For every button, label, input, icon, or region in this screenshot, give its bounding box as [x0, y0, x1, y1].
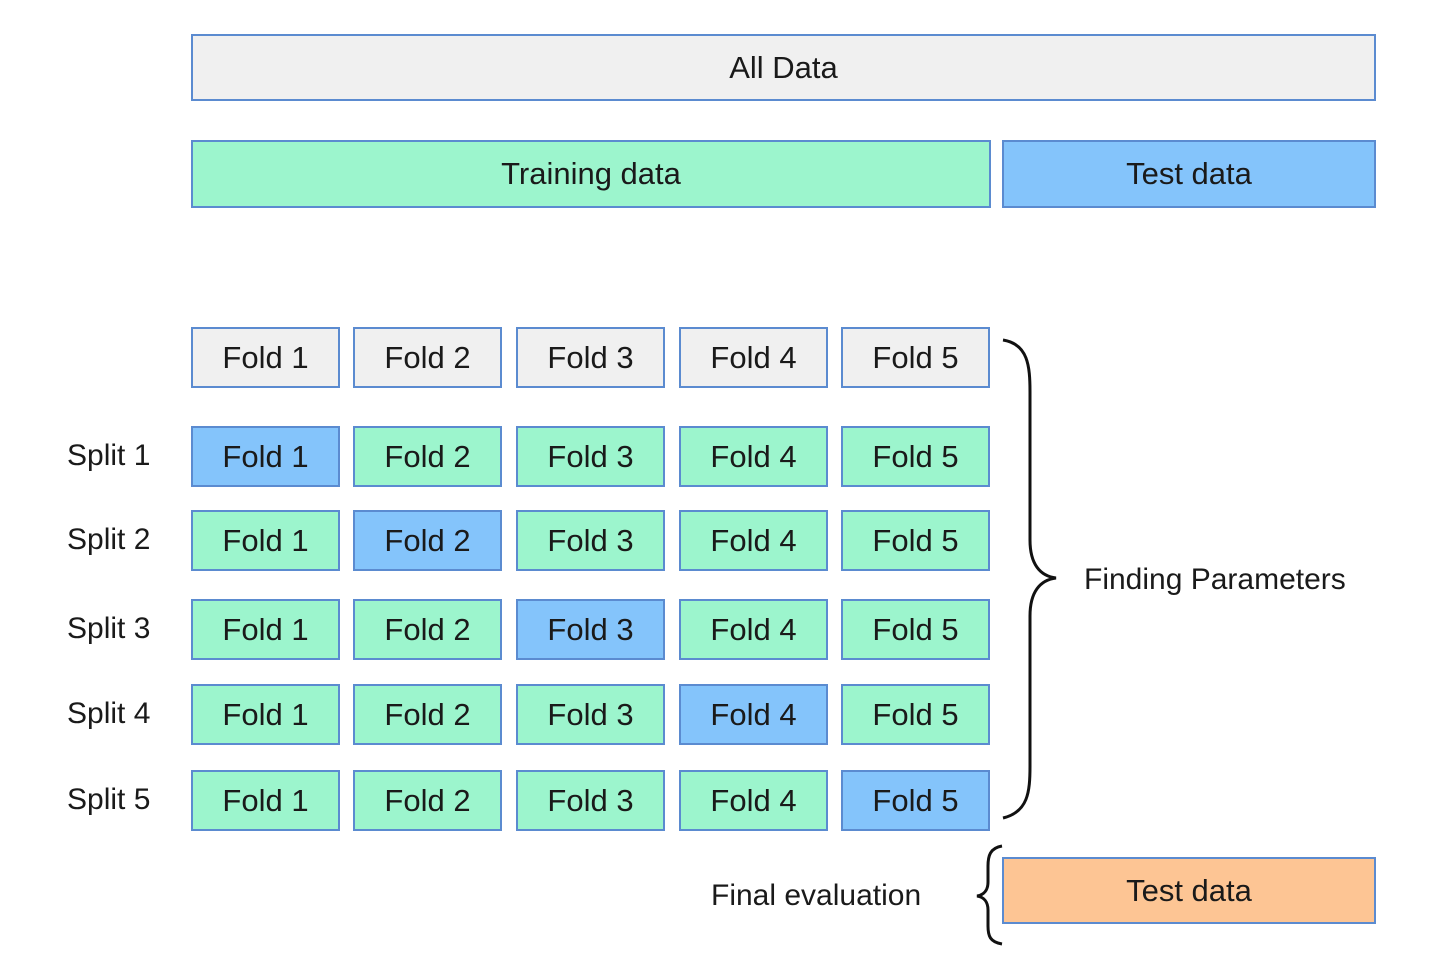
split-5-fold-2-training: Fold 2 — [353, 770, 502, 831]
split-2-fold-1-training: Fold 1 — [191, 510, 340, 571]
split-5-fold-3-training: Fold 3 — [516, 770, 665, 831]
split-3-fold-2-training: Fold 2 — [353, 599, 502, 660]
fold-label: Fold 2 — [384, 438, 471, 474]
header-fold-2: Fold 2 — [353, 327, 502, 388]
split-2-fold-3-training: Fold 3 — [516, 510, 665, 571]
fold-label: Fold 4 — [710, 522, 797, 558]
fold-label: Fold 2 — [384, 611, 471, 647]
fold-label: Fold 3 — [547, 522, 634, 558]
fold-label: Fold 1 — [222, 696, 309, 732]
split-5-fold-1-training: Fold 1 — [191, 770, 340, 831]
split-2-fold-2-validation: Fold 2 — [353, 510, 502, 571]
header-fold-3: Fold 3 — [516, 327, 665, 388]
split-4-fold-3-training: Fold 3 — [516, 684, 665, 745]
split-1-fold-2-training: Fold 2 — [353, 426, 502, 487]
fold-label: Fold 4 — [710, 782, 797, 818]
split-3-fold-4-training: Fold 4 — [679, 599, 828, 660]
split-2-fold-4-training: Fold 4 — [679, 510, 828, 571]
split-2-fold-5-training: Fold 5 — [841, 510, 990, 571]
split-1-fold-4-training: Fold 4 — [679, 426, 828, 487]
fold-label: Fold 2 — [384, 522, 471, 558]
split-label-4: Split 4 — [67, 697, 151, 730]
fold-label: Fold 5 — [872, 782, 959, 818]
split-label-5: Split 5 — [67, 783, 151, 816]
split-5-fold-5-validation: Fold 5 — [841, 770, 990, 831]
fold-label: Fold 4 — [710, 696, 797, 732]
split-label-1: Split 1 — [67, 439, 151, 472]
training-data-box: Training data — [191, 140, 991, 208]
finding-parameters-label: Finding Parameters — [1084, 565, 1346, 595]
fold-label: Fold 2 — [384, 339, 471, 375]
split-label-3: Split 3 — [67, 612, 151, 645]
final-evaluation-label: Final evaluation — [711, 879, 922, 912]
fold-label: Fold 2 — [384, 696, 471, 732]
split-1-fold-3-training: Fold 3 — [516, 426, 665, 487]
fold-label: Fold 5 — [872, 522, 959, 558]
fold-label: Fold 5 — [872, 339, 959, 375]
fold-label: Fold 1 — [222, 782, 309, 818]
training-data-label: Training data — [501, 156, 681, 191]
finding-parameters-brace — [1002, 338, 1057, 820]
fold-label: Fold 5 — [872, 696, 959, 732]
split-3-fold-3-validation: Fold 3 — [516, 599, 665, 660]
split-label-2: Split 2 — [67, 523, 151, 556]
header-fold-5: Fold 5 — [841, 327, 990, 388]
split-4-fold-2-training: Fold 2 — [353, 684, 502, 745]
fold-label: Fold 5 — [872, 611, 959, 647]
fold-label: Fold 1 — [222, 339, 309, 375]
split-1-fold-5-training: Fold 5 — [841, 426, 990, 487]
split-3-fold-5-training: Fold 5 — [841, 599, 990, 660]
fold-label: Fold 1 — [222, 522, 309, 558]
fold-label: Fold 4 — [710, 438, 797, 474]
fold-label: Fold 4 — [710, 339, 797, 375]
split-4-fold-4-validation: Fold 4 — [679, 684, 828, 745]
fold-label: Fold 3 — [547, 339, 634, 375]
fold-label: Fold 1 — [222, 438, 309, 474]
header-fold-4: Fold 4 — [679, 327, 828, 388]
fold-label: Fold 2 — [384, 782, 471, 818]
fold-label: Fold 3 — [547, 438, 634, 474]
all-data-label: All Data — [729, 49, 838, 85]
split-4-fold-1-training: Fold 1 — [191, 684, 340, 745]
fold-label: Fold 3 — [547, 782, 634, 818]
fold-label: Fold 1 — [222, 611, 309, 647]
split-5-fold-4-training: Fold 4 — [679, 770, 828, 831]
split-4-fold-5-training: Fold 5 — [841, 684, 990, 745]
fold-label: Fold 3 — [547, 611, 634, 647]
test-data-box: Test data — [1002, 140, 1376, 208]
fold-label: Fold 3 — [547, 696, 634, 732]
fold-label: Fold 4 — [710, 611, 797, 647]
split-3-fold-1-training: Fold 1 — [191, 599, 340, 660]
final-test-data-box: Test data — [1002, 857, 1376, 924]
final-test-data-label: Test data — [1126, 872, 1252, 908]
header-fold-1: Fold 1 — [191, 327, 340, 388]
fold-label: Fold 5 — [872, 438, 959, 474]
test-data-label: Test data — [1126, 156, 1252, 191]
split-1-fold-1-validation: Fold 1 — [191, 426, 340, 487]
all-data-box: All Data — [191, 34, 1376, 101]
final-evaluation-brace — [976, 844, 1003, 946]
